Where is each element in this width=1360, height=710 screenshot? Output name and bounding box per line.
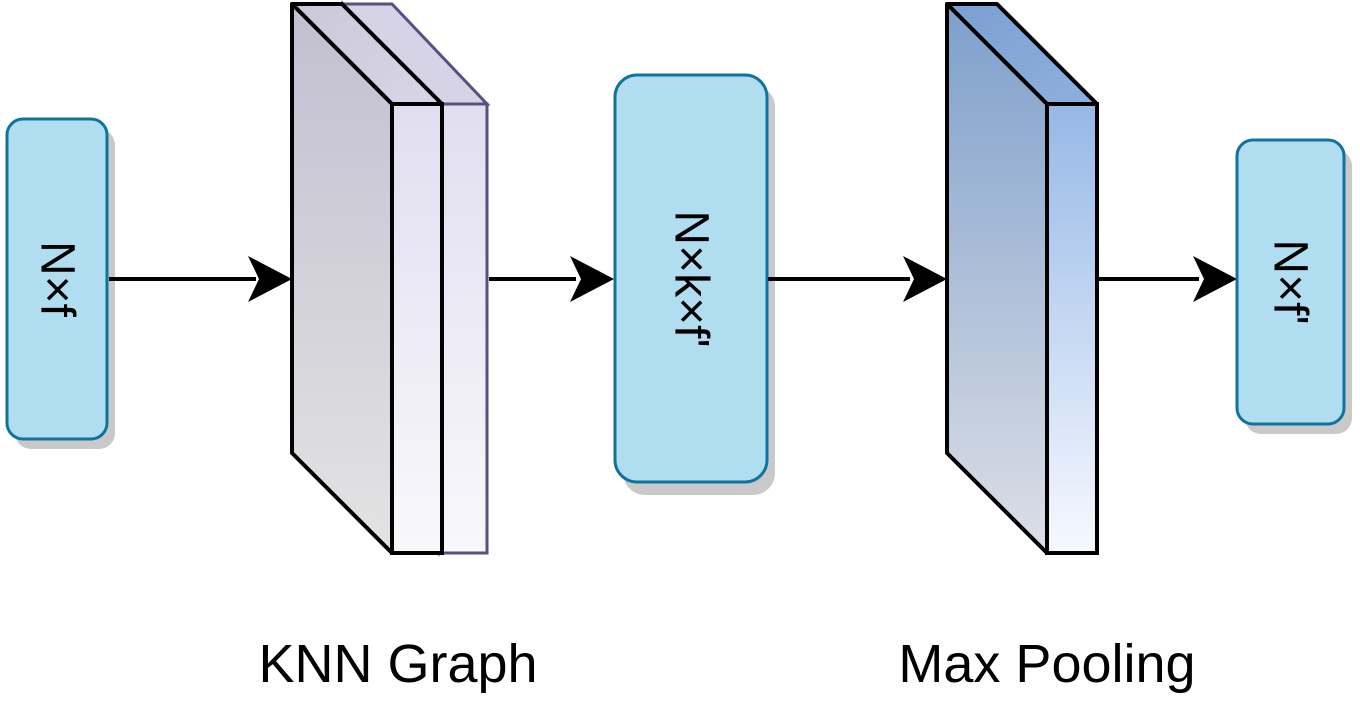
arrow-pool-to-output: [1099, 256, 1237, 302]
middle-node-label: N×k×f': [665, 210, 718, 347]
output-node-box: [1235, 138, 1346, 426]
arrowhead-icon: [903, 256, 947, 302]
input-node-box: [5, 117, 109, 441]
input-node-label: N×f: [31, 241, 84, 318]
arrowhead-icon: [570, 256, 614, 302]
arrow-middle-to-pool: [768, 256, 947, 302]
output-node: N×f': [1235, 138, 1352, 434]
arrow-knn-to-middle: [489, 256, 614, 302]
max-pooling-layer: [945, 2, 1099, 555]
arrowhead-icon: [1193, 256, 1237, 302]
middle-node-box: [613, 73, 769, 484]
arrowhead-icon: [248, 256, 292, 302]
knn-graph-caption: KNN Graph: [258, 634, 537, 694]
max-pooling-caption: Max Pooling: [898, 634, 1195, 694]
knn-graph-layer: [290, 0, 491, 557]
output-node-label: N×f': [1264, 239, 1317, 324]
knn-front-slab: [290, 2, 444, 555]
middle-node: N×k×f': [613, 73, 775, 495]
arrow-input-to-knn: [109, 256, 292, 302]
input-node: N×f: [5, 117, 115, 449]
